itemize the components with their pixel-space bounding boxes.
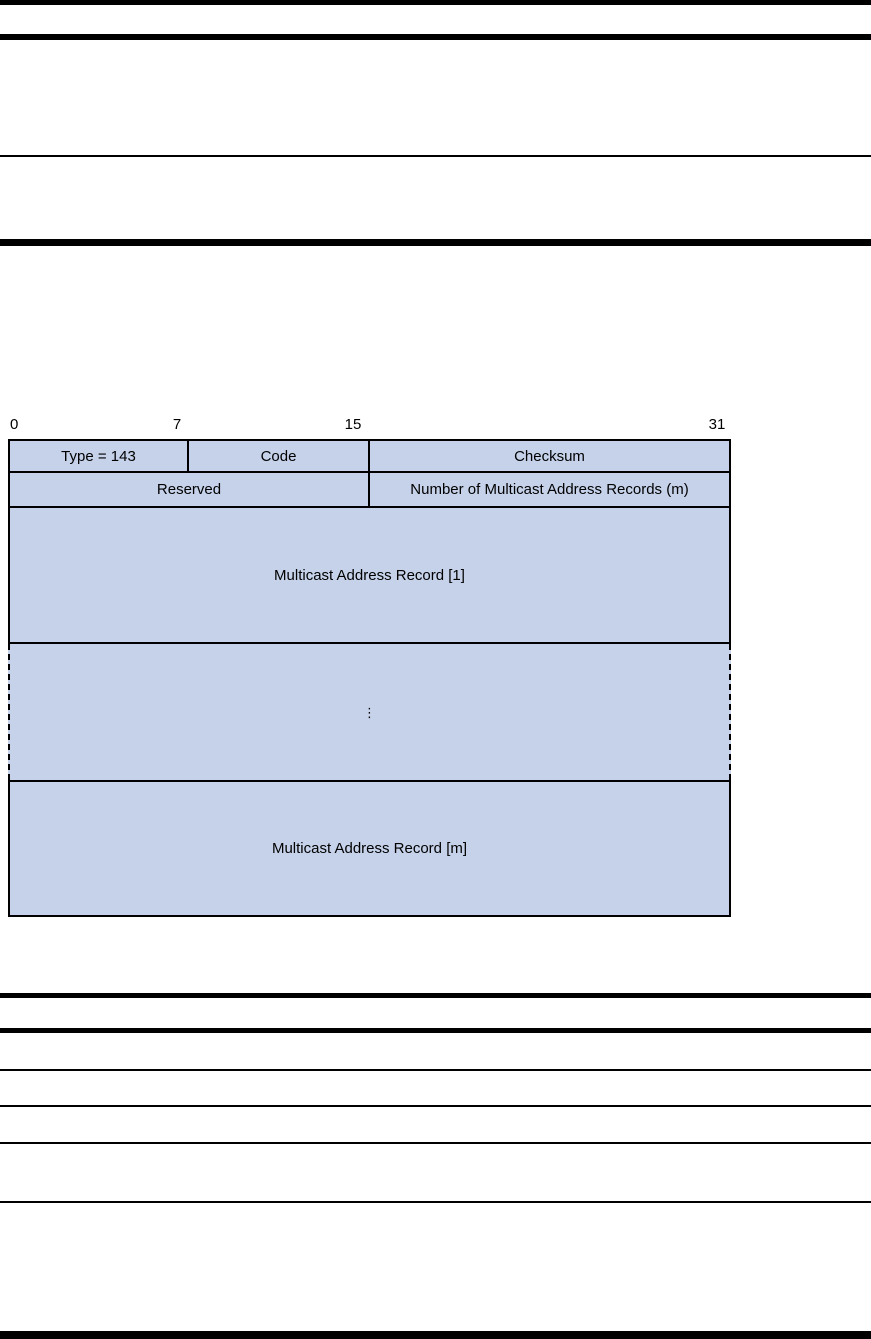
multicast-record-m-row: Multicast Address Record [m] [8,780,731,917]
multicast-record-1-row: Multicast Address Record [1] [8,508,731,644]
checksum-field-cell: Checksum [514,447,585,465]
num-records-field-cell: Number of Multicast Address Records (m) [410,481,689,498]
header-thin-rule [0,155,871,157]
bit-label-31: 31 [708,416,726,433]
packet-format-diagram: 0 7 15 31 Type = 143 Code Checksum Reser… [8,415,731,917]
bit-label-7: 7 [172,416,182,433]
bit-scale: 0 7 15 31 [8,415,731,439]
page-footer-bar [0,1331,871,1339]
type-field-cell: Type = 143 [10,441,189,471]
bit-label-0: 0 [10,416,19,433]
table-row-rule-1 [0,1069,871,1071]
page-top-bar [0,0,871,5]
section-divider-bar [0,239,871,246]
header-thick-rule [0,34,871,40]
repeated-records-row: ⋮ [8,644,731,780]
reserved-field-cell: Reserved [10,473,370,506]
multicast-record-1-label: Multicast Address Record [1] [274,566,465,584]
table-top-thick-rule [0,993,871,998]
multicast-record-m-label: Multicast Address Record [m] [271,840,468,857]
field-row-type-code-checksum: Type = 143 Code Checksum [8,439,731,473]
table-row-rule-2 [0,1105,871,1107]
vertical-ellipsis: ⋮ [363,704,376,720]
code-field-cell: Code [189,441,370,471]
field-row-reserved-numrecords: Reserved Number of Multicast Address Rec… [8,473,731,508]
table-bottom-rule [0,1201,871,1203]
table-row-rule-3 [0,1142,871,1144]
table-header-thick-rule [0,1028,871,1033]
bit-label-15: 15 [344,416,362,433]
